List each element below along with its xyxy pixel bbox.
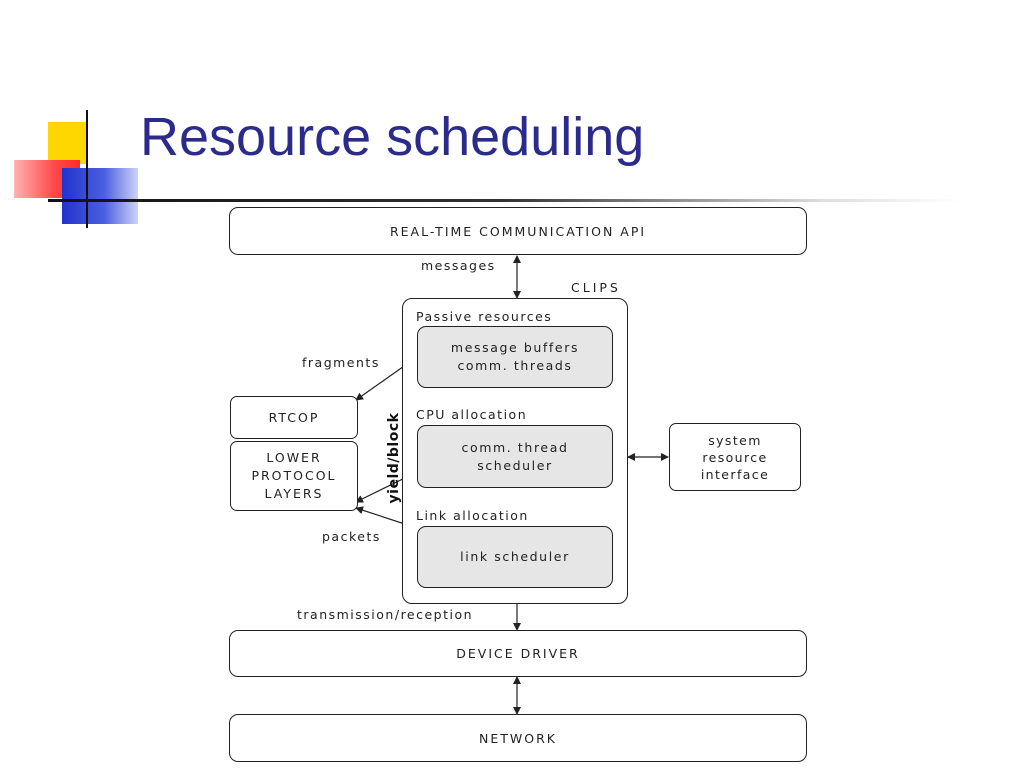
cpu-allocation-box: comm. thread scheduler [417,425,613,488]
slide-logo-decoration [0,0,140,240]
lower-protocol-box: LOWER PROTOCOL LAYERS [230,441,358,511]
passive-resources-label: Passive resources [416,309,553,324]
fragments-label: fragments [302,355,380,370]
cpu-box-line-1: comm. thread [461,439,569,455]
lower-box-line-3: LAYERS [264,486,324,501]
network-label: NETWORK [479,730,557,746]
packets-label: packets [322,529,381,544]
clips-label: CLIPS [571,280,621,295]
device-driver-box: DEVICE DRIVER [229,630,807,677]
passive-resources-box: message buffers comm. threads [417,326,613,388]
system-box-line-1: system [708,432,762,448]
lower-box-line-1: LOWER [266,450,322,465]
passive-box-line-1: message buffers [450,340,580,355]
logo-blue-square [62,168,138,224]
lower-box-line-2: PROTOCOL [251,468,337,483]
link-allocation-box: link scheduler [417,526,613,588]
title-underline [48,199,960,202]
cpu-allocation-label: CPU allocation [416,407,528,422]
yield-block-label: yield/block [386,412,402,504]
logo-yellow-square [48,122,86,164]
link-allocation-label: Link allocation [416,508,529,523]
messages-label: messages [421,258,496,273]
api-box: REAL-TIME COMMUNICATION API [229,207,807,255]
page-title: Resource scheduling [140,107,645,167]
cpu-box-line-2: scheduler [477,457,553,473]
device-driver-label: DEVICE DRIVER [456,646,580,661]
network-box: NETWORK [229,714,807,762]
api-box-label: REAL-TIME COMMUNICATION API [389,223,647,239]
system-resource-box: system resource interface [669,423,801,491]
passive-box-line-2: comm. threads [457,358,573,373]
link-box-line-1: link scheduler [460,549,570,564]
system-box-line-2: resource [702,449,768,465]
rtcop-label: RTCOP [268,410,320,425]
logo-vertical-line [86,110,88,228]
transmission-label: transmission/reception [297,607,474,622]
rtcop-box: RTCOP [230,396,358,439]
system-box-line-3: interface [700,466,770,482]
